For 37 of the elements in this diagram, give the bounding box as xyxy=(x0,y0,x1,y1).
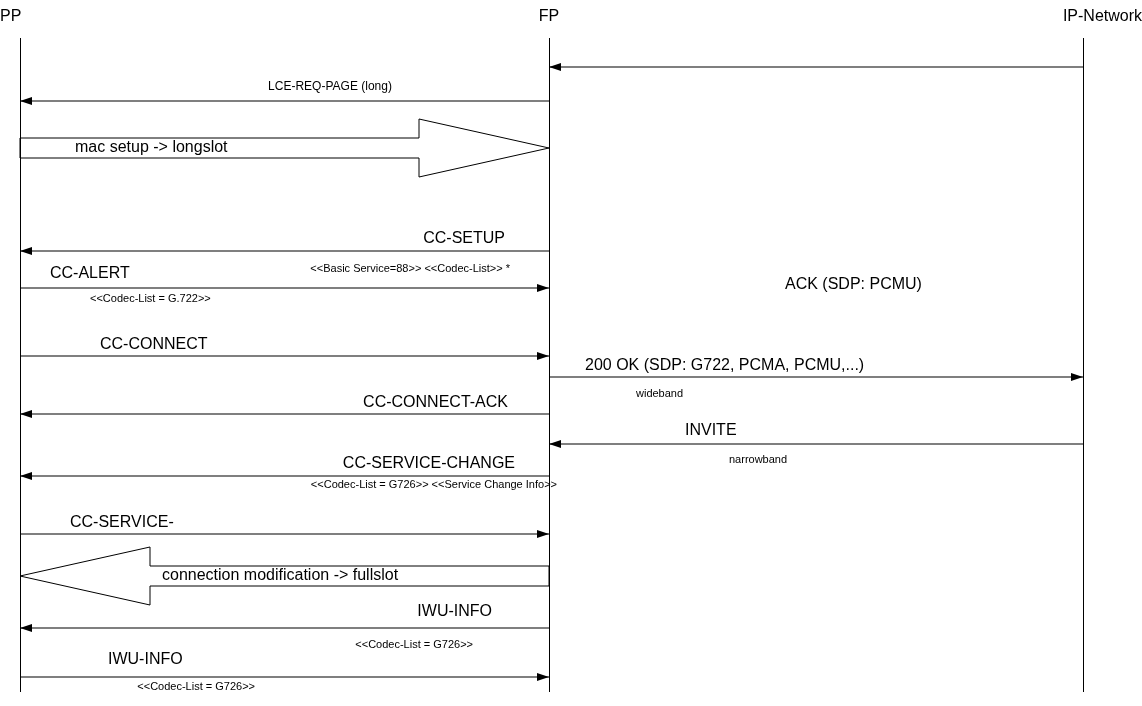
message-label: CC-SERVICE- xyxy=(70,514,174,530)
parameter-note: <<Basic Service=88>> <<Codec-List>> * xyxy=(310,263,510,274)
message-label: IWU-INFO xyxy=(108,651,183,667)
message-label: LCE-REQ-PAGE (long) xyxy=(268,80,392,92)
message-label: CC-SERVICE-CHANGE xyxy=(342,455,515,471)
message-label: CC-ALERT xyxy=(50,265,130,281)
message-arrow xyxy=(19,284,550,292)
block-arrow xyxy=(19,546,550,606)
message-label: CC-SETUP xyxy=(423,230,505,246)
message-label: mac setup -> longslot xyxy=(75,139,228,155)
message-label: CC-CONNECT xyxy=(100,336,208,352)
message-arrow xyxy=(19,247,550,255)
block-arrow xyxy=(19,118,550,178)
message-arrow xyxy=(19,673,550,681)
participant-label: FP xyxy=(537,8,561,24)
message-label: CC-CONNECT-ACK xyxy=(363,394,508,410)
message-arrow xyxy=(548,440,1084,448)
message-arrow xyxy=(548,373,1084,381)
message-note: ACK (SDP: PCMU) xyxy=(785,276,922,292)
message-label: IWU-INFO xyxy=(417,603,492,619)
participant-label: PP xyxy=(0,8,23,24)
message-label: connection modification -> fullslot xyxy=(162,567,399,583)
message-arrow xyxy=(19,352,550,360)
message-arrow xyxy=(19,472,550,480)
parameter-note: <<Codec-List = G726>> xyxy=(355,639,473,650)
message-arrow xyxy=(19,97,550,105)
parameter-note: narrowband xyxy=(729,454,788,465)
parameter-note: wideband xyxy=(636,388,684,399)
message-arrow xyxy=(19,624,550,632)
message-label: INVITE xyxy=(685,422,737,438)
message-label: 200 OK (SDP: G722, PCMA, PCMU,...) xyxy=(585,357,865,373)
parameter-note: <<Codec-List = G.722>> xyxy=(90,293,211,304)
participant-label: IP-Network xyxy=(1061,8,1142,24)
message-arrow xyxy=(19,410,550,418)
parameter-note: <<Codec-List = G726>> xyxy=(137,681,255,692)
message-arrow xyxy=(19,530,550,538)
message-arrow xyxy=(548,63,1084,71)
